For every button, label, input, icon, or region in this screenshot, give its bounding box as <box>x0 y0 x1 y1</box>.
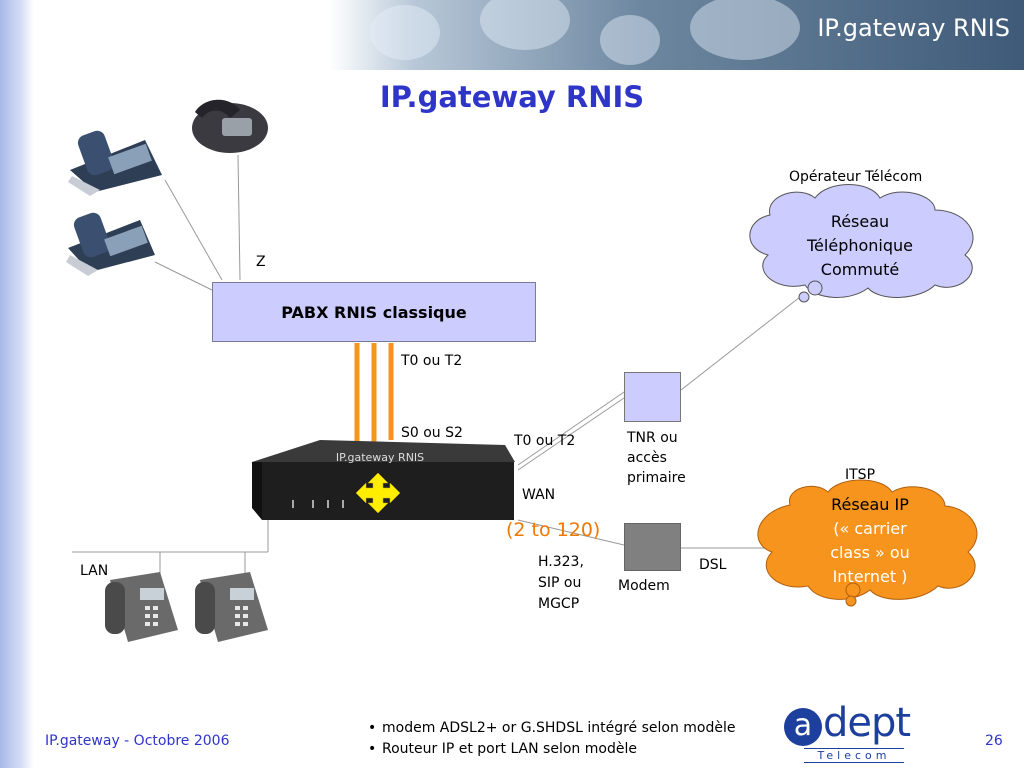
left-gradient-band <box>0 0 34 768</box>
link-phone2-pabx <box>154 261 213 291</box>
ip-phone-icon <box>105 572 178 642</box>
footer-left: IP.gateway - Octobre 2006 <box>45 733 230 749</box>
banner-keypad-shape <box>480 0 570 50</box>
bullet-item: Routeur IP et port LAN selon modèle <box>368 739 735 760</box>
modem-label: Modem <box>618 578 670 594</box>
pstn-cloud-line: Téléphonique <box>807 236 913 255</box>
pabx-box: PABX RNIS classique <box>212 282 536 342</box>
logo-word: dept <box>823 700 911 746</box>
ip-cloud-icon <box>757 479 978 607</box>
link-gateway-tnr <box>517 391 625 466</box>
modem-box <box>624 523 681 571</box>
feature-bullets: modem ADSL2+ or G.SHDSL intégré selon mo… <box>368 718 735 760</box>
itsp-label: ITSP <box>845 467 876 483</box>
s0-s2-label: S0 ou S2 <box>401 425 463 441</box>
pstn-cloud-text: Réseau Téléphonique Commuté <box>780 210 940 282</box>
link-phone3-pabx <box>237 154 241 281</box>
channel-count-label: (2 to 120) <box>506 519 601 541</box>
pstn-cloud-icon <box>749 184 974 303</box>
banner-keypad-shape <box>690 0 800 60</box>
pstn-cloud-line: Réseau <box>830 212 890 231</box>
tnr-label-line: accès <box>627 450 667 466</box>
pstn-cloud-line: Commuté <box>820 260 900 279</box>
link-phone1-pabx <box>164 179 223 281</box>
tnr-label-line: TNR ou <box>627 430 678 446</box>
banner-title: IP.gateway RNIS <box>817 14 1010 42</box>
ip-cloud-line: class » ou <box>830 543 910 562</box>
z-label: Z <box>256 254 266 270</box>
gateway-label: IP.gateway RNIS <box>335 451 425 464</box>
dsl-label: DSL <box>699 557 727 573</box>
tnr-label-line: primaire <box>627 470 686 486</box>
desk-phone-icon <box>192 99 268 153</box>
operator-label: Opérateur Télécom <box>789 169 923 185</box>
protocols-line: MGCP <box>538 596 580 612</box>
page-title: IP.gateway RNIS <box>379 80 645 114</box>
banner-keypad-shape <box>370 5 440 60</box>
protocols-line: SIP ou <box>538 575 582 591</box>
ip-cloud-line: Réseau IP <box>831 495 909 514</box>
link-tnr-pstn <box>680 296 801 391</box>
adept-telecom-logo: a dept Telecom <box>784 700 914 764</box>
lan-label: LAN <box>80 563 109 579</box>
logo-sub: Telecom <box>804 748 904 763</box>
logo-letter: a <box>784 708 822 746</box>
ip-cloud-text: Réseau IP (« carrier class » ou Internet… <box>790 493 950 589</box>
t0-t2-top-label: T0 ou T2 <box>401 353 463 369</box>
desk-phone-icon <box>68 130 162 196</box>
protocols-line: H.323, <box>538 554 584 570</box>
t0-t2-wan-label: T0 ou T2 <box>514 433 576 449</box>
link-gateway-tnr <box>517 397 625 471</box>
gateway-device-icon <box>252 440 515 520</box>
tnr-box <box>624 372 681 422</box>
link-gateway-modem <box>517 519 625 546</box>
ip-cloud-line: (« carrier <box>833 519 907 538</box>
top-banner: IP.gateway RNIS <box>330 0 1024 70</box>
desk-phone-icon <box>66 212 155 276</box>
bullet-item: modem ADSL2+ or G.SHDSL intégré selon mo… <box>368 718 735 739</box>
page-number: 26 <box>985 733 1003 749</box>
banner-keypad-shape <box>600 15 660 65</box>
ip-phone-icon <box>195 572 268 642</box>
ip-cloud-line: Internet ) <box>832 567 908 586</box>
wan-label: WAN <box>522 487 556 503</box>
